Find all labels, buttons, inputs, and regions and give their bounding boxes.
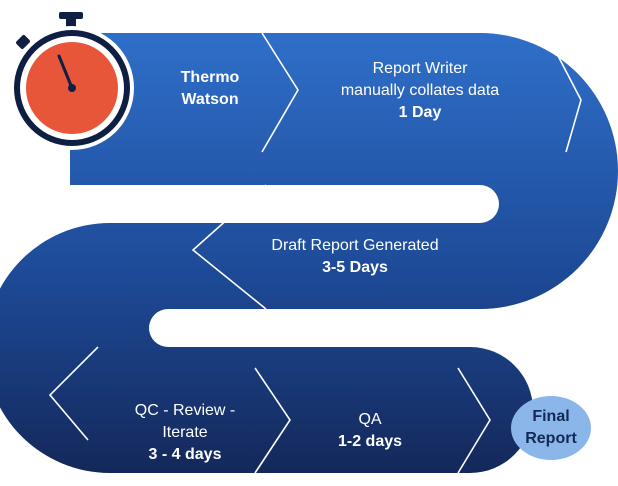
- step-collate-label: Report Writer manually collates data 1 D…: [320, 58, 520, 124]
- final-line1: Final: [532, 408, 570, 425]
- qc-duration: 3 - 4 days: [148, 446, 222, 463]
- stopwatch-icon: [10, 12, 134, 150]
- qa-duration: 1-2 days: [337, 433, 403, 450]
- qa-line1: QA: [358, 411, 382, 428]
- step-start-label: Thermo Watson: [165, 67, 255, 111]
- collate-line1: Report Writer: [372, 60, 468, 77]
- chevron-collate: [261, 32, 299, 153]
- collate-line2: manually collates data: [340, 82, 500, 99]
- final-line2: Report: [525, 430, 577, 447]
- start-line2: Watson: [181, 91, 239, 108]
- chevron-qa: [254, 367, 291, 474]
- chevron-draft: [191, 184, 267, 310]
- draft-duration: 3-5 Days: [322, 259, 388, 276]
- qc-line2: Iterate: [162, 424, 208, 441]
- draft-line1: Draft Report Generated: [271, 237, 439, 254]
- step-draft-label: Draft Report Generated 3-5 Days: [245, 235, 465, 279]
- chevron-collate-end: [555, 51, 582, 153]
- step-qa-label: QA 1-2 days: [320, 409, 420, 453]
- qc-line1: QC - Review -: [134, 402, 236, 419]
- chevron-final: [457, 367, 491, 474]
- chevron-qc-start: [48, 346, 99, 441]
- step-qc-label: QC - Review - Iterate 3 - 4 days: [115, 400, 255, 466]
- ribbon-shape: [0, 33, 618, 473]
- final-report-circle: Final Report: [511, 396, 591, 460]
- start-line1: Thermo: [180, 69, 240, 86]
- collate-duration: 1 Day: [398, 104, 442, 121]
